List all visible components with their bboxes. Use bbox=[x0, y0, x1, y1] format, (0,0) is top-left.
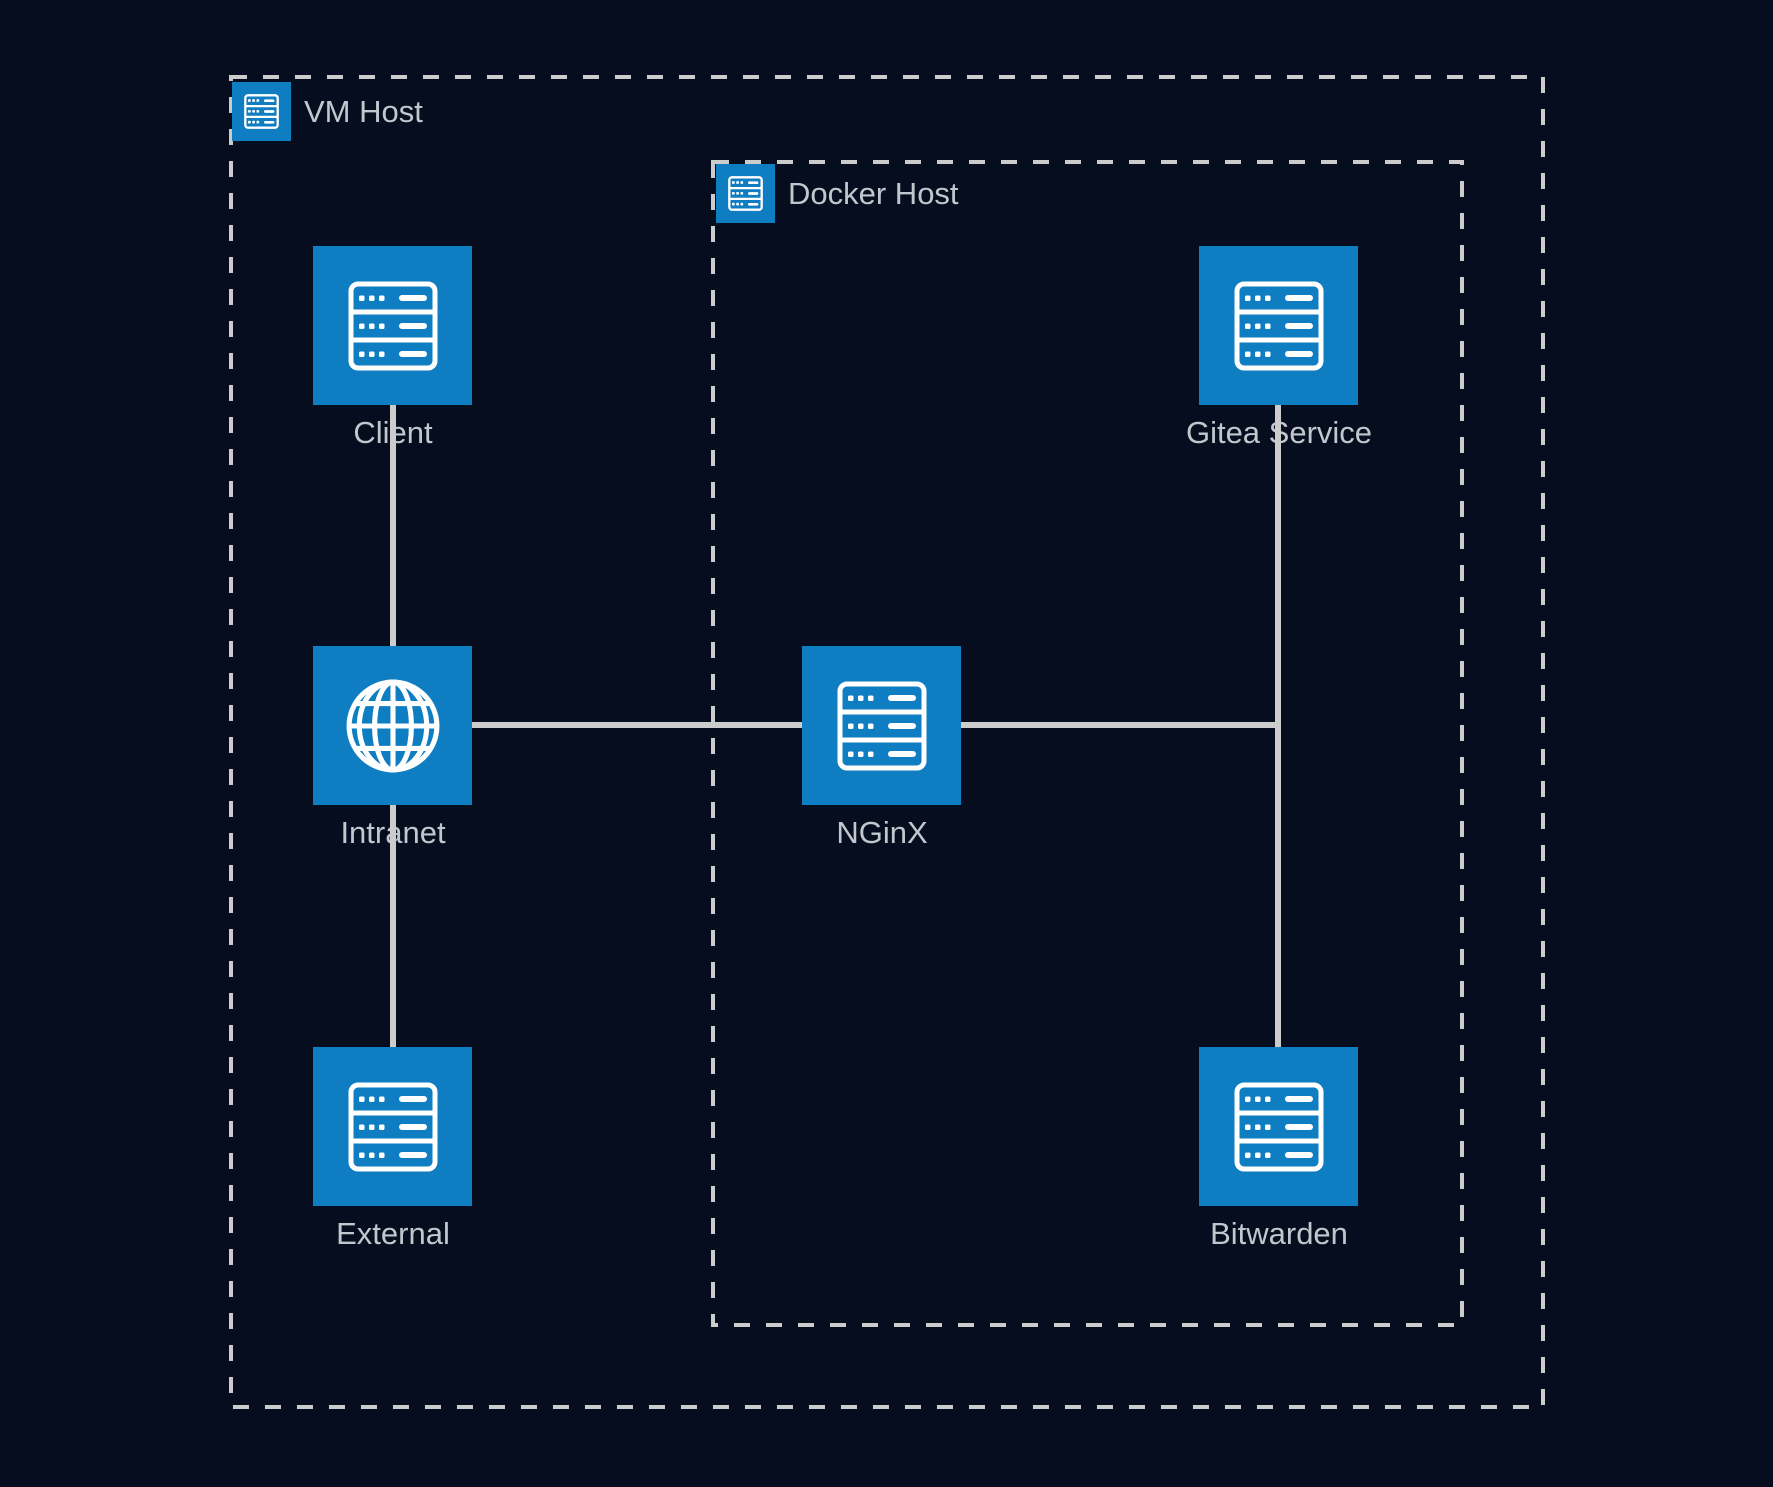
server-icon bbox=[244, 94, 279, 129]
edge-intranet-nginx bbox=[472, 722, 803, 728]
node-label-nginx: NGinX bbox=[836, 815, 928, 850]
vm-host-container bbox=[229, 75, 1545, 1409]
docker-host-title: Docker Host bbox=[788, 175, 959, 211]
vm-host-badge bbox=[232, 82, 291, 141]
node-bitwarden[interactable] bbox=[1199, 1047, 1358, 1206]
vm-host-header: VM Host bbox=[232, 82, 423, 141]
edge-gitea-bitwarden-trunk bbox=[1275, 404, 1281, 1048]
node-external[interactable] bbox=[313, 1047, 472, 1206]
globe-icon bbox=[346, 679, 439, 772]
node-gitea-service[interactable] bbox=[1199, 246, 1358, 405]
server-icon bbox=[348, 1082, 437, 1171]
edge-nginx-junction bbox=[960, 722, 1281, 728]
server-icon bbox=[348, 281, 437, 370]
node-nginx[interactable] bbox=[802, 646, 961, 805]
docker-host-container bbox=[711, 160, 1464, 1327]
edge-client-intranet bbox=[390, 405, 396, 647]
server-icon bbox=[728, 176, 763, 211]
node-label-bitwarden: Bitwarden bbox=[1210, 1216, 1348, 1251]
docker-host-header: Docker Host bbox=[716, 164, 959, 223]
node-client[interactable] bbox=[313, 246, 472, 405]
server-icon bbox=[837, 681, 926, 770]
server-icon bbox=[1234, 1082, 1323, 1171]
edge-intranet-external bbox=[390, 804, 396, 1048]
server-icon bbox=[1234, 281, 1323, 370]
node-intranet[interactable] bbox=[313, 646, 472, 805]
docker-host-badge bbox=[716, 164, 775, 223]
node-label-external: External bbox=[336, 1216, 450, 1251]
vm-host-title: VM Host bbox=[304, 93, 423, 129]
